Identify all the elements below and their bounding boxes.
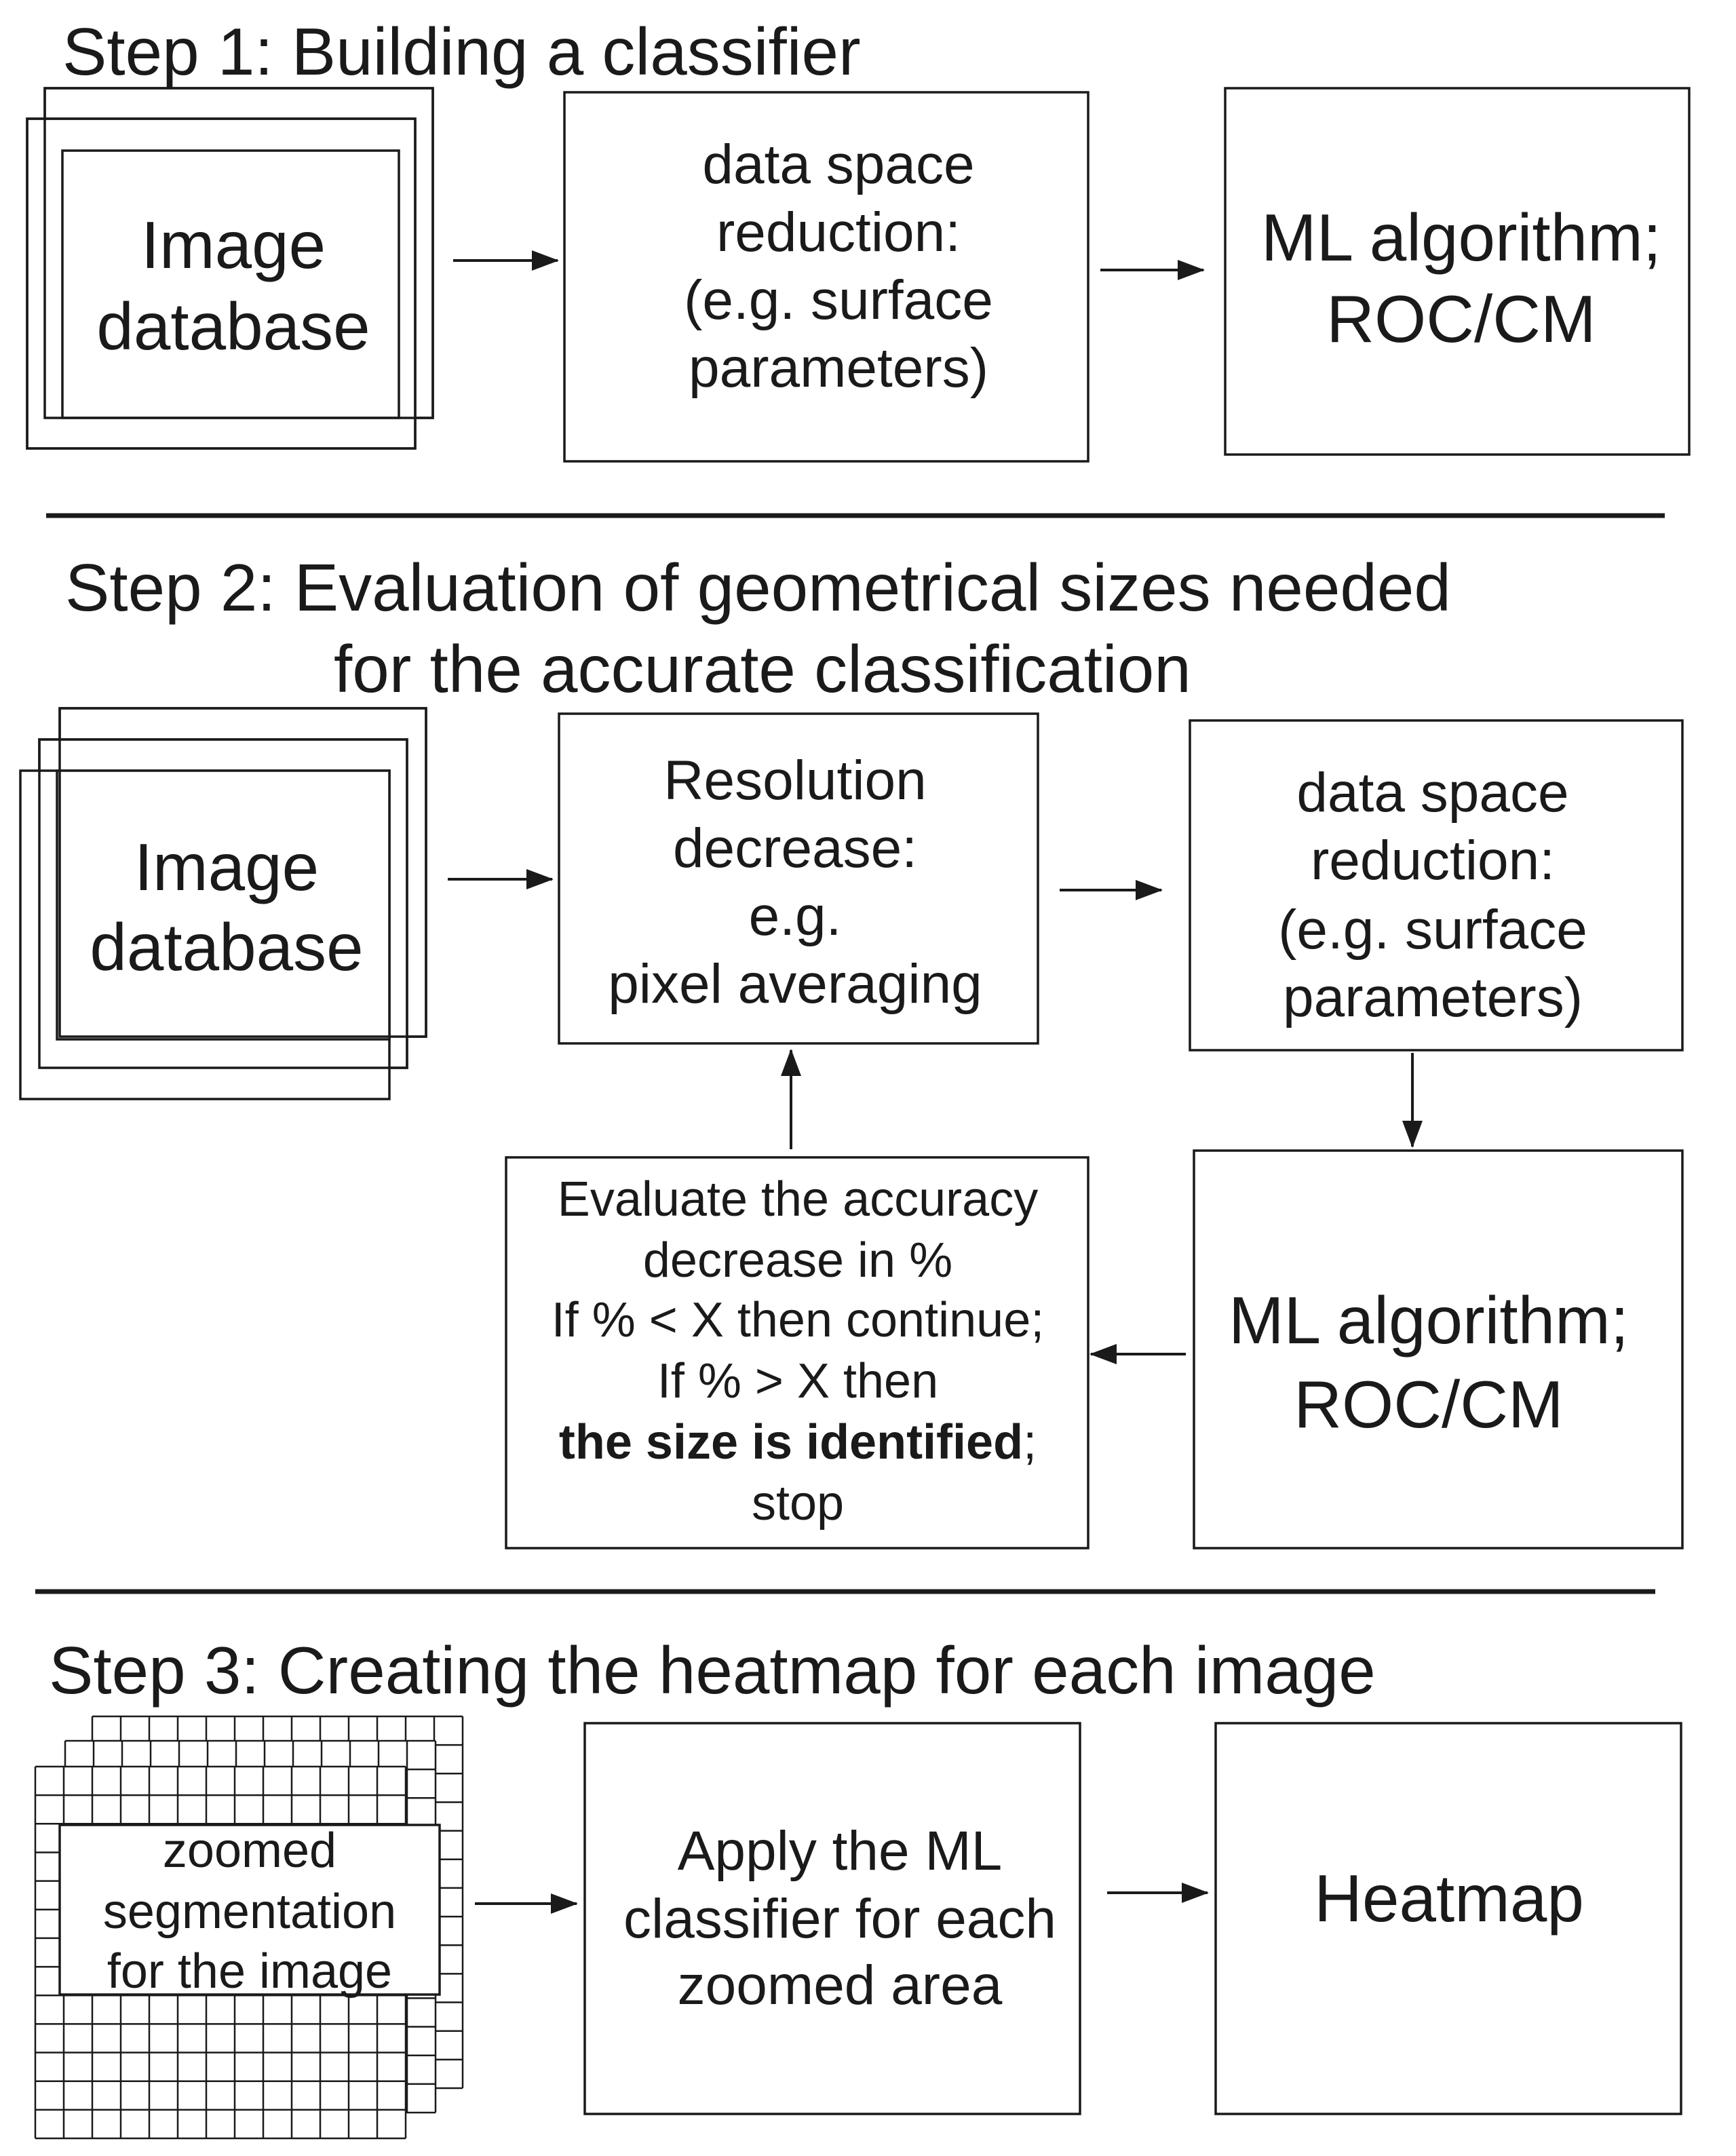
step2-resolution-box: Resolution decrease: e.g. pixel averagin… xyxy=(558,712,1039,1045)
step2-title-line-2: for the accurate classification xyxy=(334,632,1191,706)
step2-evaluate-line-5: the size is identified; xyxy=(559,1415,1037,1469)
step1-ml-line-2: ROC/CM xyxy=(1326,282,1596,356)
step1-image-database-label-1: Image xyxy=(141,208,326,282)
step1-image-database-stack: Image database xyxy=(26,87,434,450)
step3-heatmap-label: Heatmap xyxy=(1314,1861,1584,1936)
step3-apply-line-1: Apply the ML xyxy=(678,1820,1003,1882)
step2-resolution-line-1: Resolution xyxy=(663,750,926,811)
step1-reduction-line-2: reduction: xyxy=(716,201,961,263)
step1-reduction-line-4: parameters) xyxy=(689,337,988,399)
step3-segmentation-line-3: for the image xyxy=(107,1944,392,1999)
step3-heatmap-box: Heatmap xyxy=(1214,1722,1682,2115)
step1-ml-line-1: ML algorithm; xyxy=(1261,200,1661,275)
step2-resolution-line-4: pixel averaging xyxy=(608,953,982,1015)
step3-title: Step 3: Creating the heatmap for each im… xyxy=(49,1633,1376,1708)
step1-reduction-line-1: data space xyxy=(702,134,974,195)
step2-reduction-line-4: parameters) xyxy=(1283,967,1583,1028)
step3-apply-box: Apply the ML classifier for each zoomed … xyxy=(583,1722,1081,2115)
step2-evaluate-bold: the size is identified xyxy=(559,1415,1023,1469)
step2-ml-line-1: ML algorithm; xyxy=(1229,1283,1629,1358)
step2-evaluate-line-3: If % < X then continue; xyxy=(552,1293,1044,1347)
step3-segmentation-line-1: zoomed xyxy=(163,1824,336,1878)
step2-reduction-box: data space reduction: (e.g. surface para… xyxy=(1189,719,1684,1052)
step2-resolution-line-2: decrease: xyxy=(673,817,917,879)
step3-apply-line-2: classifier for each xyxy=(623,1888,1056,1950)
step1-reduction-box: data space reduction: (e.g. surface para… xyxy=(563,91,1089,463)
step2-ml-box: ML algorithm; ROC/CM xyxy=(1193,1149,1684,1549)
step2-reduction-line-1: data space xyxy=(1296,762,1568,824)
step2-reduction-line-2: reduction: xyxy=(1311,830,1555,891)
step2-evaluate-bold-suffix: ; xyxy=(1023,1415,1037,1469)
step2-evaluate-line-4: If % > X then xyxy=(657,1354,938,1408)
step1-reduction-line-3: (e.g. surface xyxy=(684,269,993,331)
step3-segmentation-stack: zoomed segmentation for the image xyxy=(34,1715,464,2140)
step2-evaluate-line-6: stop xyxy=(752,1476,844,1531)
step2-evaluate-line-2: decrease in % xyxy=(643,1233,952,1288)
step3-apply-line-3: zoomed area xyxy=(678,1955,1003,2016)
step2-evaluate-line-1: Evaluate the accuracy xyxy=(558,1172,1038,1227)
step2-reduction-line-3: (e.g. surface xyxy=(1278,899,1587,961)
step1-title: Step 1: Building a classifier xyxy=(62,14,861,89)
step2-title-line-1: Step 2: Evaluation of geometrical sizes … xyxy=(65,550,1451,625)
step2-resolution-line-3: e.g. xyxy=(749,885,842,947)
step1-ml-box: ML algorithm; ROC/CM xyxy=(1224,87,1691,456)
step2-evaluate-box: Evaluate the accuracy decrease in % If %… xyxy=(505,1156,1089,1549)
step2-ml-line-2: ROC/CM xyxy=(1294,1367,1563,1442)
step2-image-database-label-1: Image xyxy=(134,830,319,904)
step3-segmentation-line-2: segmentation xyxy=(103,1885,396,1939)
step1-image-database-label-2: database xyxy=(96,289,370,364)
step2-image-database-stack: Image database xyxy=(19,707,427,1100)
step2-image-database-label-2: database xyxy=(90,910,363,984)
